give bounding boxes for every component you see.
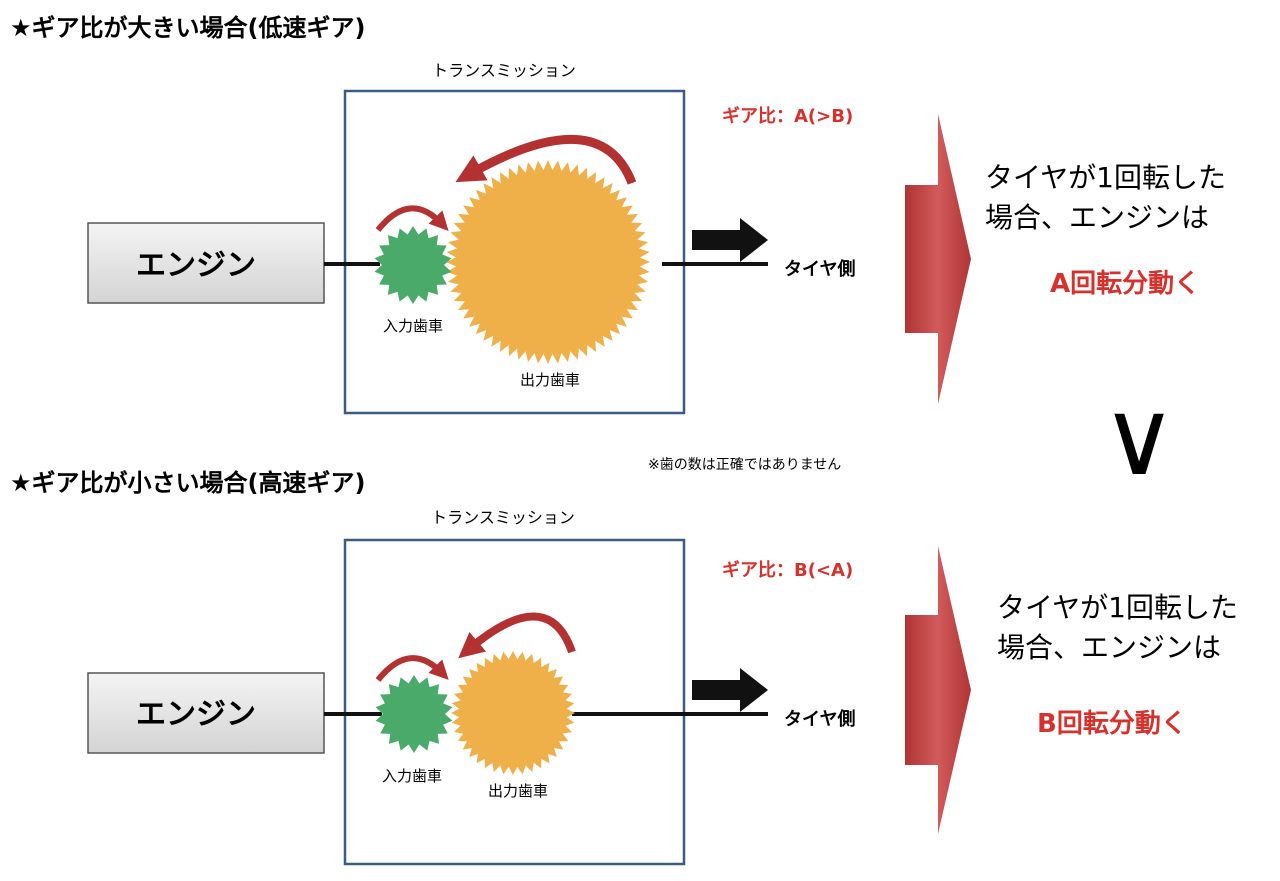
- input-rotation-arrow: [375, 205, 449, 232]
- result-emphasis: B回転分動く: [1037, 709, 1187, 739]
- engine-label: エンジン: [136, 697, 256, 732]
- output-gear-label: 出力歯車: [488, 782, 548, 800]
- result-line-2: 場合、エンジンは: [985, 201, 1209, 234]
- input-gear: [375, 675, 453, 753]
- input-gear-label: 入力歯車: [382, 767, 442, 785]
- section-low-gear: ★ギア比が大きい場合(低速ギア) トランスミッション エンジン 入力歯車 出力歯…: [10, 14, 1226, 415]
- result-line-2: 場合、エンジンは: [997, 631, 1221, 664]
- engine-box: [87, 222, 325, 304]
- result-line-1: タイヤが1回転した: [985, 161, 1226, 194]
- transmission-box: [343, 538, 686, 866]
- note-text: ※歯の数は正確ではありません: [648, 457, 841, 473]
- input-gear: [374, 226, 452, 304]
- input-gear-label: 入力歯車: [383, 317, 443, 335]
- section-high-gear: ★ギア比が小さい場合(高速ギア) トランスミッション エンジン 入力歯車 出力歯…: [10, 469, 1238, 866]
- tire-direction-arrow: [692, 218, 768, 262]
- result-emphasis: A回転分動く: [1050, 269, 1200, 299]
- transmission-box: [343, 89, 686, 415]
- output-rotation-arrow: [458, 612, 576, 659]
- comparison-symbol: ∨: [1101, 377, 1177, 499]
- tire-direction-arrow: [692, 668, 768, 712]
- tire-side-label: タイヤ側: [784, 258, 855, 280]
- transmission-label: トランスミッション: [431, 508, 575, 527]
- gear-ratio-label: ギア比：A(>B): [722, 106, 853, 127]
- result-arrow: [905, 546, 971, 834]
- output-rotation-arrow: [455, 134, 637, 185]
- result-arrow: [905, 114, 971, 404]
- result-line-1: タイヤが1回転した: [997, 591, 1238, 624]
- gear-ratio-label: ギア比：B(<A): [722, 560, 853, 581]
- section-heading: ★ギア比が大きい場合(低速ギア): [10, 14, 365, 42]
- output-gear: [446, 160, 650, 364]
- engine-label: エンジン: [136, 248, 256, 283]
- transmission-label: トランスミッション: [432, 61, 576, 80]
- output-gear-label: 出力歯車: [520, 371, 580, 389]
- output-gear: [451, 651, 575, 775]
- input-rotation-arrow: [375, 655, 449, 682]
- tire-side-label: タイヤ側: [784, 708, 855, 730]
- section-heading: ★ギア比が小さい場合(高速ギア): [10, 469, 365, 497]
